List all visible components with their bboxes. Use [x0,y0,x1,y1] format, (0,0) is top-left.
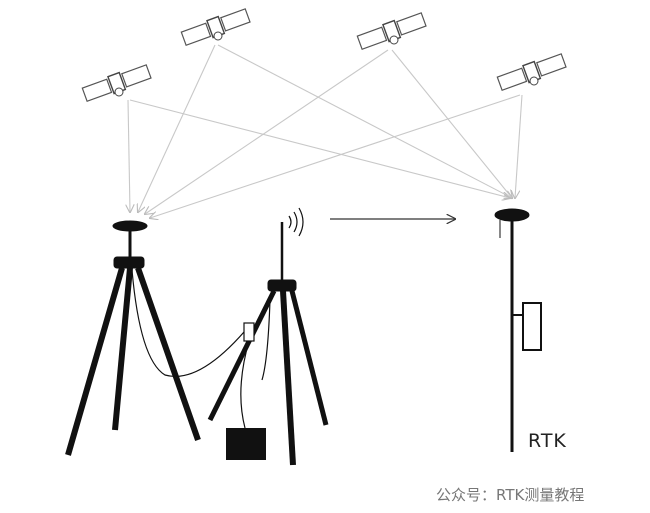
satellite-icon [496,53,567,91]
rover-pole [494,208,542,452]
cables [131,269,271,429]
signal-lines [128,44,523,218]
radio-tripod [207,207,329,466]
satellite-icon [81,64,152,102]
satellite-icon [180,8,251,46]
battery-icon [226,428,266,460]
watermark: 公众号：RTK测量教程 [436,486,585,504]
satellite-icon [356,12,427,50]
rover-label: RTK [528,430,567,452]
base-station-tripod [65,220,201,456]
